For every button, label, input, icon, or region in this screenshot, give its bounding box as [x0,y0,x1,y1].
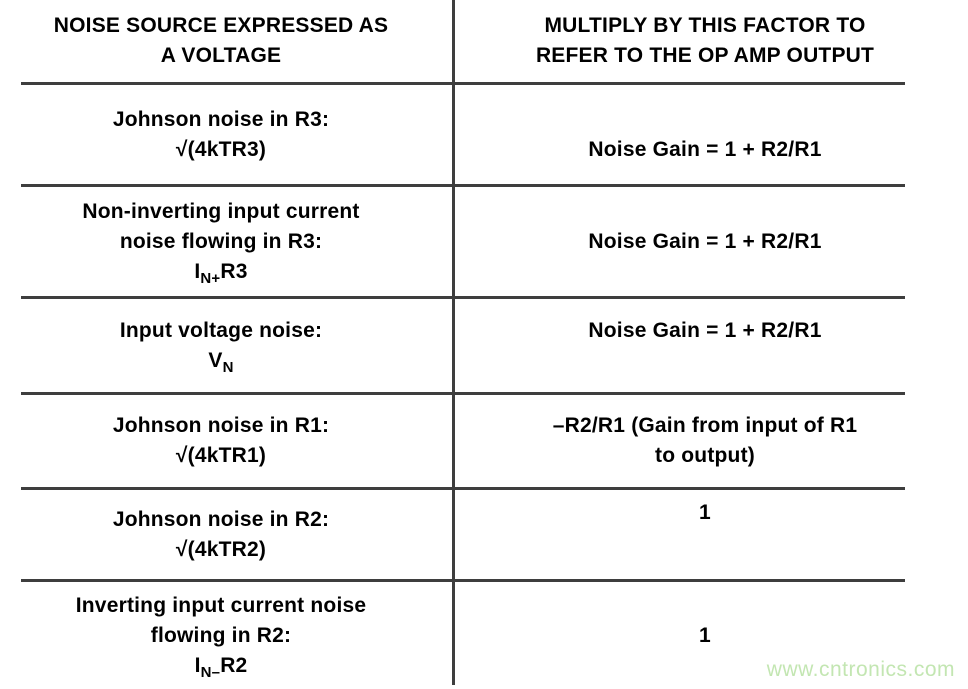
factor-cell: 1 [465,468,945,557]
column-header-noise-source: NOISE SOURCE EXPRESSED AS A VOLTAGE [0,0,442,82]
noise-source-cell: Input voltage noise: VN [0,299,442,392]
formula: VN [0,346,442,376]
cell-line: 1 [699,623,711,647]
row-divider [21,579,905,582]
cell-line: Inverting input current noise [75,593,367,617]
header-line: REFER TO THE OP AMP OUTPUT [535,44,875,67]
noise-source-cell: Inverting input current noise flowing in… [0,582,442,689]
factor-cell: –R2/R1 (Gain from input of R1 to output) [465,395,945,487]
cell-line: 1 [699,500,711,524]
row-divider [21,82,905,85]
formula-base: I [194,653,201,677]
cell-line: –R2/R1 (Gain from input of R1 [552,414,858,437]
table-row: Johnson noise in R1: √(4kTR1) –R2/R1 (Ga… [0,395,968,487]
row-divider [21,487,905,490]
table-row: Johnson noise in R2: √(4kTR2) 1 [0,490,968,579]
formula-rest: R2 [220,653,248,677]
table-row: Inverting input current noise flowing in… [0,582,968,689]
cell-line: to output) [655,444,755,467]
formula: IN–R2 [0,651,442,681]
cell-line: Johnson noise in R1: [112,414,330,437]
table-header-row: NOISE SOURCE EXPRESSED AS A VOLTAGE MULT… [0,0,968,82]
table-row: Johnson noise in R3: √(4kTR3) Noise Gain… [0,85,968,184]
noise-source-cell: Johnson noise in R2: √(4kTR2) [0,490,442,579]
noise-source-cell: Johnson noise in R3: √(4kTR3) [0,85,442,184]
header-line: A VOLTAGE [160,44,282,67]
cell-line: Noise Gain = 1 + R2/R1 [588,137,822,161]
row-divider [21,184,905,187]
cell-line: flowing in R2: [150,623,292,647]
cell-line: Input voltage noise: [119,318,323,342]
cell-line: Noise Gain = 1 + R2/R1 [588,229,822,253]
header-line: NOISE SOURCE EXPRESSED AS [53,14,389,37]
factor-cell: Noise Gain = 1 + R2/R1 [465,284,945,377]
watermark: www.cntronics.com [766,658,955,681]
cell-line: √(4kTR1) [175,444,267,467]
formula-base: V [208,348,223,372]
column-header-multiply-factor: MULTIPLY BY THIS FACTOR TO REFER TO THE … [465,0,945,82]
row-divider [21,296,905,299]
formula-subscript: N– [200,663,221,681]
factor-cell: Noise Gain = 1 + R2/R1 [465,187,945,296]
formula-base: I [194,259,201,283]
cell-line: noise flowing in R3: [119,229,323,253]
noise-source-cell: Non-inverting input current noise flowin… [0,187,442,296]
factor-cell: Noise Gain = 1 + R2/R1 [465,100,945,199]
cell-line: Noise Gain = 1 + R2/R1 [588,318,822,342]
formula-subscript: N [222,358,234,376]
cell-line: Johnson noise in R2: [112,507,330,531]
table-row: Input voltage noise: VN Noise Gain = 1 +… [0,299,968,392]
factor-cell: 1 [465,582,945,689]
column-divider [452,0,455,685]
formula-rest: R3 [220,259,248,283]
cell-line: √(4kTR2) [175,537,267,561]
noise-source-cell: Johnson noise in R1: √(4kTR1) [0,395,442,487]
formula-subscript: N+ [200,269,221,287]
row-divider [21,392,905,395]
table-row: Non-inverting input current noise flowin… [0,187,968,296]
cell-line: Non-inverting input current [82,199,360,223]
cell-line: √(4kTR3) [175,137,267,161]
formula: IN+R3 [0,257,442,287]
cell-line: Johnson noise in R3: [112,107,330,131]
header-line: MULTIPLY BY THIS FACTOR TO [544,14,866,37]
